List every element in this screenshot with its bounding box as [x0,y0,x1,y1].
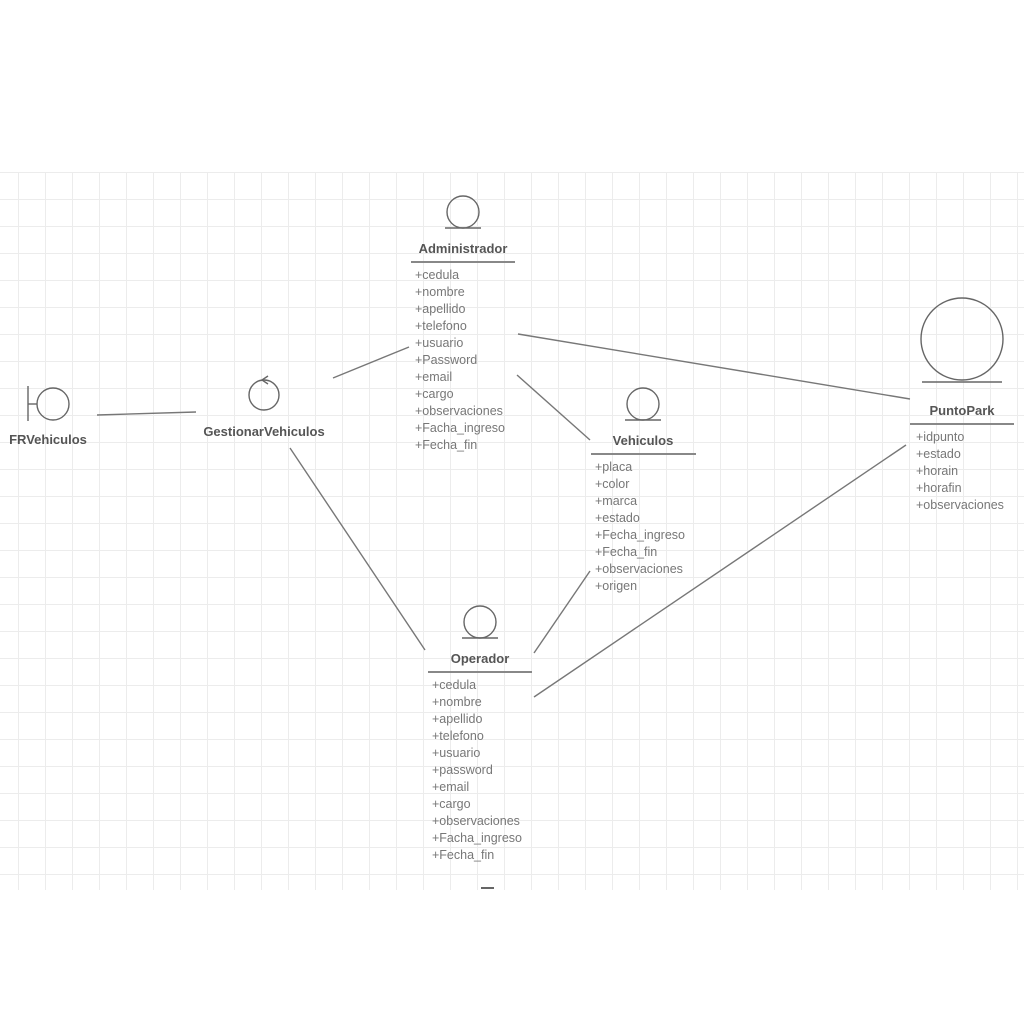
entity-icon [462,605,498,639]
puntopark-attributes: +idpunto +estado +horain +horafin +observaci… [916,429,1004,514]
vehiculos-label: Vehiculos [612,433,674,448]
control-label: GestionarVehiculos [203,424,325,439]
attribute-item: +origen [595,579,638,593]
association-gestionarvehiculos-administrador [332,346,410,379]
entity-icon [920,297,1004,383]
attribute-item: +Fecha_fin [595,545,658,559]
attribute-item: +observaciones [415,404,503,418]
attribute-item: +observaciones [432,814,520,828]
attribute-item: +observaciones [916,498,1004,512]
association-frvehiculos-gestionarvehiculos [96,411,197,416]
attribute-item: +horain [916,464,959,478]
attribute-item: +color [595,477,630,491]
attribute-item: +Fecha_ingreso [595,528,685,542]
attribute-item: +cedula [415,268,460,282]
attribute-item: +observaciones [595,562,683,576]
puntopark-label: PuntoPark [929,403,995,418]
attribute-item: +usuario [432,746,481,760]
attribute-item: +apellido [415,302,466,316]
vehiculos-attributes: +placa +color +marca +estado +Fecha_ingreso +… [595,459,685,595]
attribute-item: +usuario [415,336,464,350]
association-administrador-puntopark [517,333,911,400]
attribute-item: +email [415,370,453,384]
attribute-item: +nombre [415,285,465,299]
attribute-item: +Fecha_fin [432,848,495,862]
control-icon [248,375,280,411]
grid-background [0,172,1024,890]
attribute-item: +telefono [415,319,467,333]
attribute-item: +Facha_ingreso [432,831,522,845]
attribute-item: +estado [595,511,640,525]
attribute-item: +nombre [432,695,482,709]
administrador-attributes: +cedula +nombre +apellido +telefono +usuario… [415,267,505,454]
attribute-item: +email [432,780,470,794]
boundary-icon [27,386,70,421]
entity-icon [625,387,661,421]
attribute-item: +password [432,763,493,777]
attribute-item: +placa [595,460,633,474]
association-operador-puntopark [533,444,907,698]
attribute-item: +apellido [432,712,483,726]
association-operador-vehiculos [533,570,591,654]
operador-attributes: +cedula +nombre +apellido +telefono +usuario… [432,677,522,864]
association-gestionarvehiculos-operador [289,447,426,651]
attribute-item: +Fecha_fin [415,438,478,452]
association-administrador-vehiculos [516,374,591,441]
operador-label: Operador [450,651,510,666]
boundary-label: FRVehiculos [9,432,87,447]
attribute-item: +telefono [432,729,484,743]
administrador-label: Administrador [418,241,508,256]
attribute-item: +estado [916,447,961,461]
entity-icon [445,195,481,229]
attribute-item: +Password [415,353,478,367]
attribute-item: +cedula [432,678,477,692]
attribute-item: +cargo [415,387,454,401]
attribute-item: +marca [595,494,638,508]
attribute-item: +horafin [916,481,962,495]
attribute-item: +Facha_ingreso [415,421,505,435]
attribute-item: +idpunto [916,430,965,444]
attribute-item: +cargo [432,797,471,811]
